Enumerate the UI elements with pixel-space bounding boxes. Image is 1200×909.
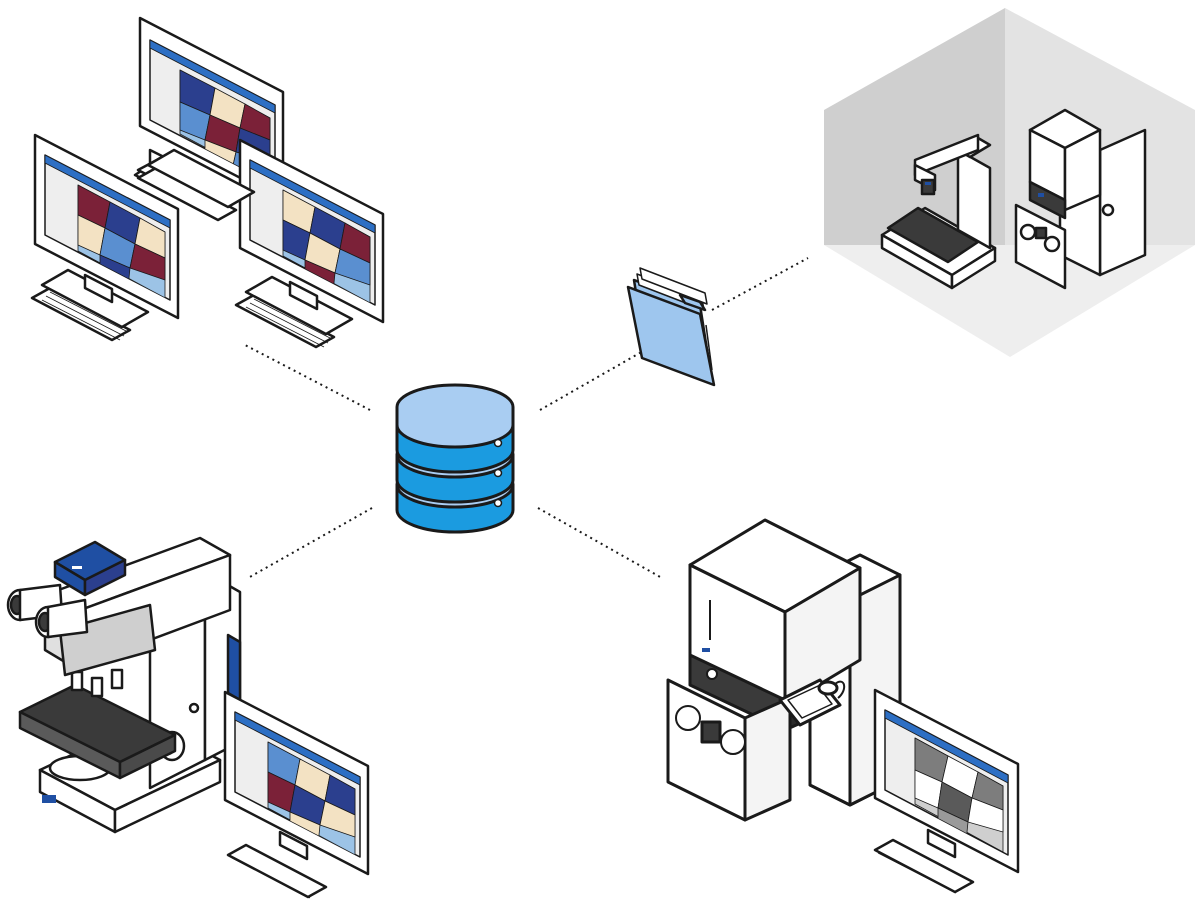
database-icon (395, 383, 515, 534)
connection-folder-lab (711, 257, 809, 311)
light-microscope-workstation (6, 536, 370, 899)
electron-microscope-workstation (666, 518, 1020, 894)
connection-lines (244, 257, 809, 579)
sem-icon (666, 518, 902, 822)
workstation-cluster (30, 16, 385, 349)
monitor-icon (30, 133, 180, 342)
sem-instrument-icon (1014, 108, 1147, 290)
monitor-icon (873, 688, 1020, 894)
monitor-icon (223, 690, 370, 899)
connection-database-microscope (247, 507, 373, 579)
lab-room-icon (824, 8, 1195, 357)
keyboard-icon (136, 148, 256, 222)
connection-database-folder (539, 349, 646, 411)
connection-database-workstations (244, 344, 371, 411)
cmm-machine-icon (880, 133, 997, 290)
microscope-icon (6, 536, 242, 834)
folder-icon (626, 267, 716, 387)
monitor-icon (234, 138, 385, 349)
connection-database-sem (537, 507, 663, 579)
